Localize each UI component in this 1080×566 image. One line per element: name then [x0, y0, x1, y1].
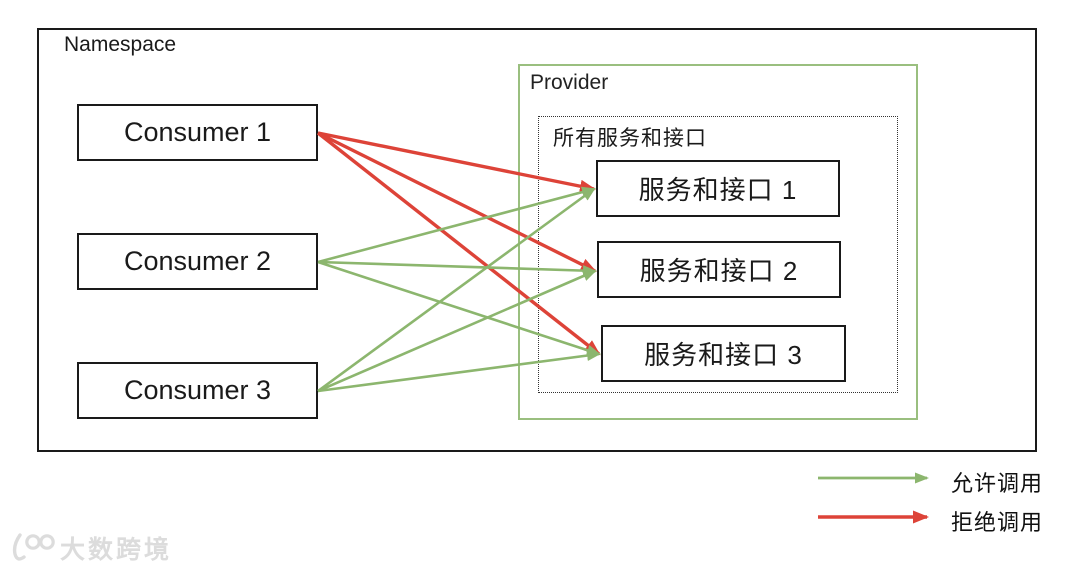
node-consumer-1: Consumer 1	[77, 104, 318, 161]
watermark: 大数跨境	[9, 530, 172, 566]
namespace-box: Namespace	[37, 28, 1037, 452]
node-service-3: 服务和接口 3	[601, 325, 846, 382]
node-consumer-2: Consumer 2	[77, 233, 318, 290]
node-service-3-label: 服务和接口 3	[644, 340, 803, 370]
legend-deny-label: 拒绝调用	[951, 510, 1044, 535]
namespace-label: Namespace	[64, 33, 177, 56]
node-service-2-label: 服务和接口 2	[639, 256, 799, 286]
node-service-1: 服务和接口 1	[596, 160, 840, 217]
node-consumer-3-label: Consumer 3	[123, 375, 272, 405]
node-service-2: 服务和接口 2	[597, 241, 841, 298]
node-consumer-2-label: Consumer 2	[123, 246, 272, 276]
legend-arrows-group	[818, 472, 929, 524]
node-consumer-1-label: Consumer 1	[123, 117, 272, 147]
node-consumer-3: Consumer 3	[77, 362, 318, 419]
watermark-100-logo	[12, 533, 55, 561]
provider-label: Provider	[530, 71, 609, 94]
services-group-label: 所有服务和接口	[553, 127, 707, 150]
legend-allow-label: 允许调用	[951, 471, 1044, 496]
watermark-text: 大数跨境	[60, 536, 173, 564]
node-service-1-label: 服务和接口 1	[638, 175, 798, 205]
